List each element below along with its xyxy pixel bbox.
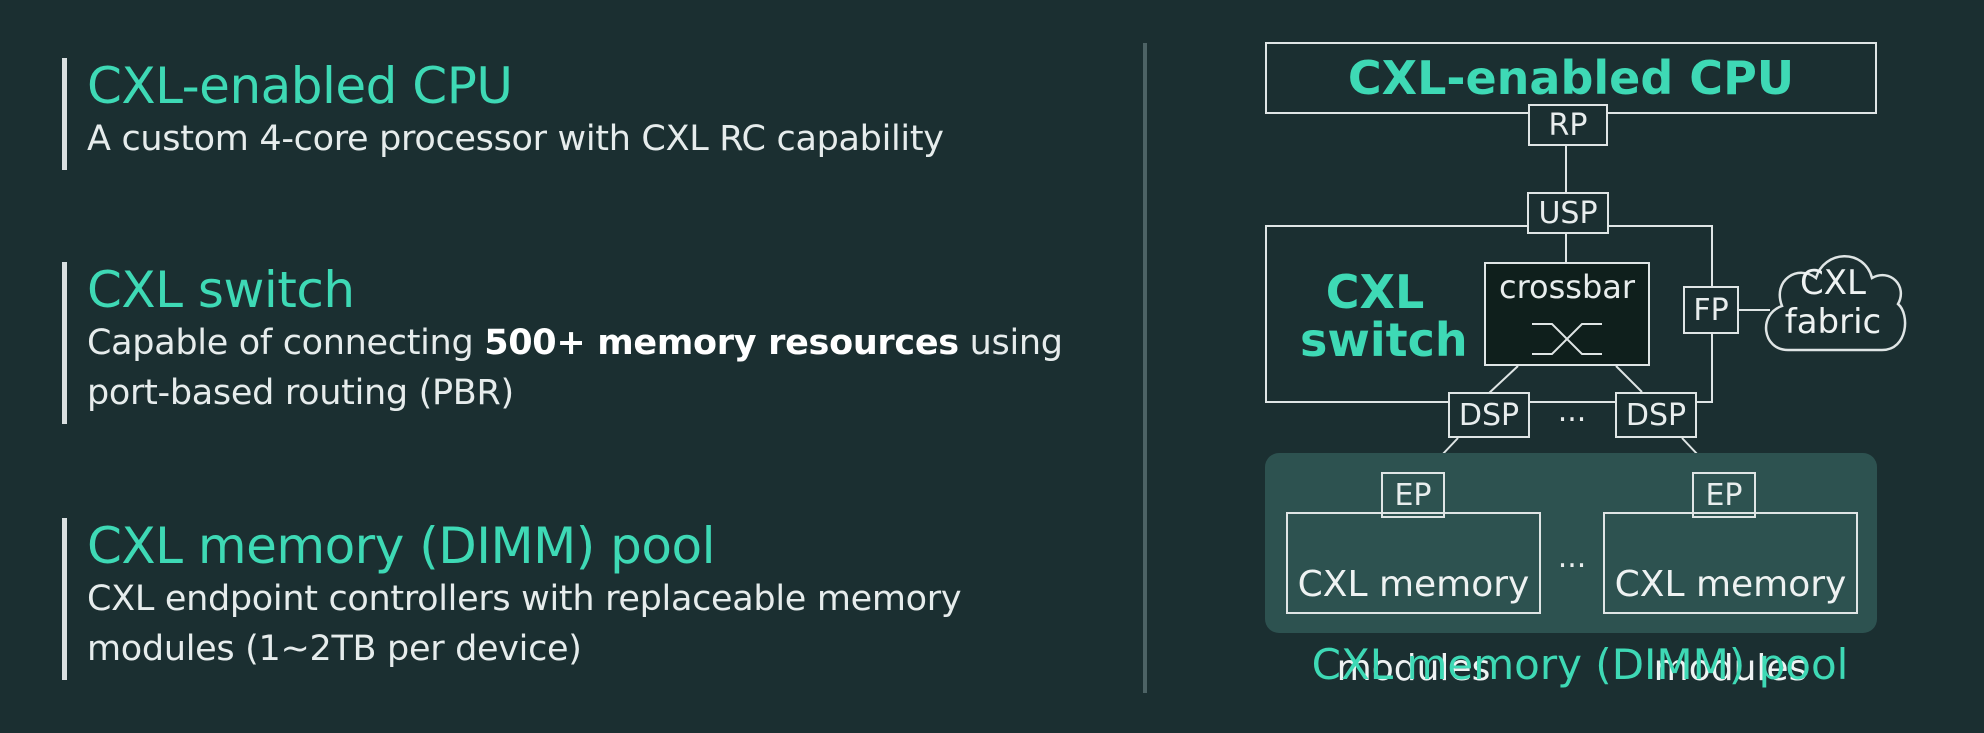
memory-module-line2: modules: [1336, 648, 1491, 689]
memory-module-line2: modules: [1653, 648, 1808, 689]
switch-label: CXL switch: [1300, 265, 1468, 367]
section-description-line2: port-based routing (PBR): [87, 373, 514, 413]
memory-module-line1: CXL memory: [1297, 564, 1530, 605]
cpu-label: CXL-enabled CPU: [1347, 51, 1795, 105]
desc-text: using: [958, 323, 1063, 363]
vertical-divider: [1143, 43, 1147, 693]
desc-bold-text: 500+ memory resources: [484, 323, 959, 363]
section-description: CXL endpoint controllers with replaceabl…: [87, 579, 962, 619]
ep-right-port: EP: [1692, 472, 1756, 518]
section-title: CXL-enabled CPU: [87, 57, 513, 115]
dsp-ellipsis: ...: [1557, 394, 1587, 429]
section-description: A custom 4-core processor with CXL RC ca…: [87, 119, 944, 159]
memory-module-right: CXL memory modules: [1603, 512, 1858, 689]
fp-port: FP: [1683, 286, 1739, 334]
memory-module-line1: CXL memory: [1614, 564, 1847, 605]
switch-label-line2: switch: [1300, 313, 1468, 367]
memory-pool-area: [1265, 453, 1877, 633]
desc-text: Capable of connecting: [87, 323, 485, 363]
switch-label-line1: CXL: [1325, 265, 1425, 319]
usp-port: USP: [1527, 192, 1609, 234]
section-description-line2: modules (1~2TB per device): [87, 629, 582, 669]
section-description: Capable of connecting 500+ memory resour…: [87, 318, 1063, 368]
dsp-left-port: DSP: [1448, 392, 1530, 438]
memory-module-left: CXL memory modules: [1286, 512, 1541, 689]
section-memory-pool: CXL memory (DIMM) pool CXL endpoint cont…: [62, 517, 962, 680]
dsp-right-port: DSP: [1615, 392, 1697, 438]
fabric-label-line1: CXL: [1800, 263, 1866, 303]
crossbar-label: crossbar: [1498, 268, 1636, 306]
ep-left-port: EP: [1381, 472, 1445, 518]
section-cpu: CXL-enabled CPU A custom 4-core processo…: [62, 58, 944, 170]
usp-crossbar-link: [1565, 232, 1567, 262]
section-switch: CXL switch Capable of connecting 500+ me…: [62, 262, 1063, 424]
rp-port: RP: [1528, 104, 1608, 146]
crossbar-icon: [1532, 323, 1602, 355]
memory-ellipsis: ...: [1557, 540, 1587, 575]
section-title: CXL memory (DIMM) pool: [87, 517, 715, 575]
rp-usp-link: [1565, 144, 1567, 194]
section-title: CXL switch: [87, 261, 355, 319]
fp-fabric-link: [1730, 309, 1770, 311]
pool-caption: CXL memory (DIMM) pool: [1311, 640, 1849, 689]
fabric-label: CXL fabric: [1758, 264, 1908, 342]
fabric-label-line2: fabric: [1784, 302, 1882, 342]
crossbar-box: crossbar: [1484, 262, 1650, 366]
cloud-icon: [1765, 255, 1907, 352]
